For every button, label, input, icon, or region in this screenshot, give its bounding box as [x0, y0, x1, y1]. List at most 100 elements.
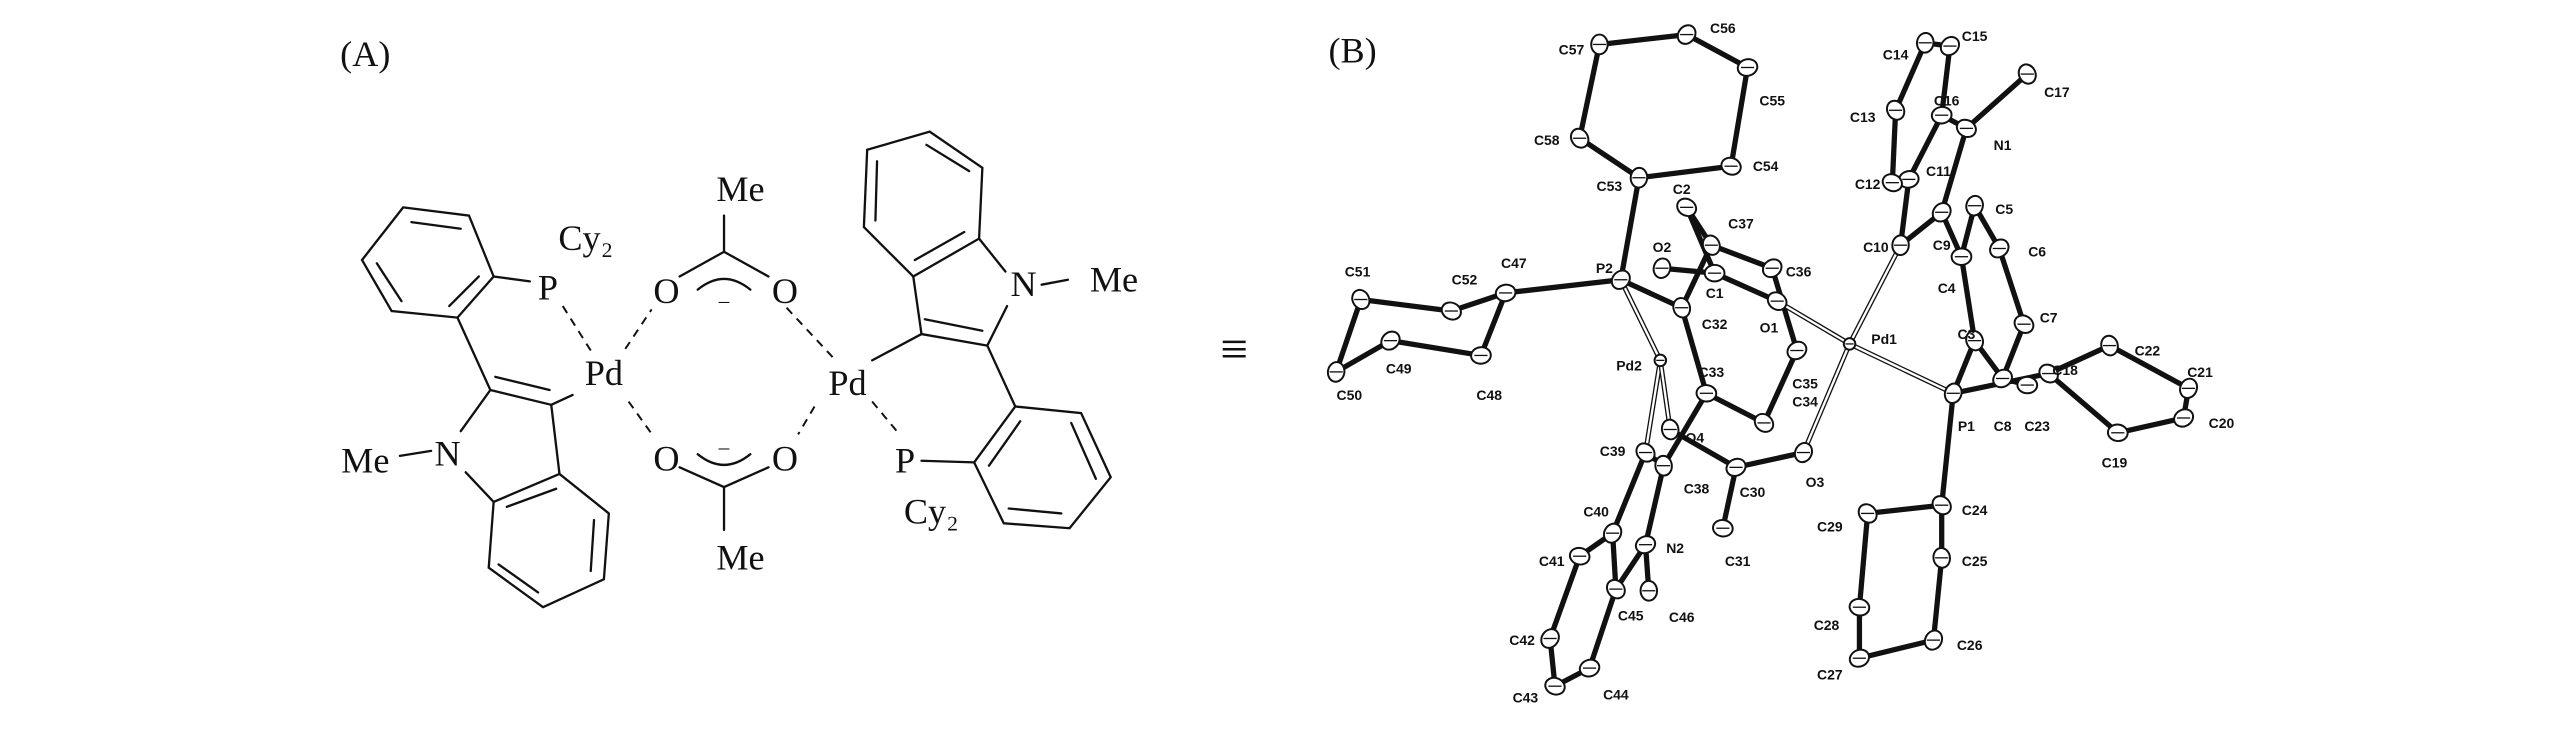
- coordination-bond-inner: [1619, 279, 1662, 361]
- ortep-atoms: C57C56C55C54C58C53P2C47C52C51C50C49C48C2…: [1326, 20, 2234, 706]
- acetate-top-methyl: Me: [716, 169, 764, 209]
- left-phosphorus-label: P: [538, 268, 558, 308]
- bond-c56-c55: [1684, 31, 1751, 71]
- coordination-bond-inner: [1644, 360, 1662, 453]
- panel-a-label: (A): [340, 34, 390, 74]
- bond-c18-c22: [2046, 342, 2113, 377]
- atom-label-c28: C28: [1814, 617, 1840, 633]
- atom-label-c31: C31: [1725, 553, 1751, 569]
- atom-label-c45: C45: [1618, 607, 1644, 623]
- atom-label-c5: C5: [1995, 201, 2013, 217]
- atom-label-o2: O2: [1653, 239, 1672, 255]
- left-nitrogen-label: N: [435, 434, 461, 474]
- atom-label-c57: C57: [1559, 41, 1585, 57]
- bond-c32-c33: [1679, 305, 1710, 396]
- atom-label-c13: C13: [1850, 109, 1876, 125]
- bond-c28-c29: [1856, 510, 1871, 610]
- bond-c36-c37: [1708, 242, 1775, 271]
- left-indole: [398, 375, 611, 609]
- atom-label-c8: C8: [1994, 418, 2012, 434]
- atom-label-c37: C37: [1728, 216, 1754, 232]
- acetate-top-oxygen-left: O: [653, 271, 679, 311]
- right-indole: [862, 130, 1070, 408]
- bond-c41-c42: [1547, 553, 1583, 642]
- atom-label-c36: C36: [1786, 263, 1812, 279]
- atom-label-c26: C26: [1957, 637, 1983, 653]
- atom-label-c50: C50: [1337, 387, 1363, 403]
- atom-label-c32: C32: [1702, 316, 1728, 332]
- left-phenyl-ring: [360, 206, 532, 392]
- atom-label-c54: C54: [1753, 158, 1779, 174]
- atom-label-c10: C10: [1863, 239, 1889, 255]
- atom-label-c44: C44: [1603, 686, 1629, 702]
- bond-c15-c16: [1939, 43, 1953, 118]
- bond-c10-c11: [1897, 176, 1912, 248]
- right-cy2-label: Cy₂: [904, 491, 959, 531]
- ortep-bonds: [1333, 31, 2192, 689]
- bond-c49-c48: [1387, 338, 1484, 359]
- atom-label-n2: N2: [1666, 540, 1684, 556]
- bond-c57-c56: [1596, 31, 1690, 48]
- atom-label-c12: C12: [1855, 176, 1881, 192]
- left-cy2-label: Cy₂: [558, 218, 613, 258]
- bond-p1-c24: [1939, 390, 1956, 508]
- bond-c1-o1: [1711, 270, 1780, 304]
- atom-label-c9: C9: [1933, 237, 1951, 253]
- atom-label-c52: C52: [1452, 272, 1478, 288]
- bond-c48-c47: [1478, 290, 1509, 359]
- atom-label-c14: C14: [1883, 46, 1909, 62]
- atom-label-c2: C2: [1673, 181, 1691, 197]
- atom-label-c29: C29: [1817, 519, 1843, 535]
- atom-label-c7: C7: [2040, 310, 2058, 326]
- coordination-bond-inner: [1849, 342, 1954, 395]
- atom-label-c23: C23: [2024, 418, 2050, 434]
- equivalence-symbol: ≡: [1220, 321, 1248, 376]
- bond-c7-c6: [1996, 245, 2027, 327]
- bond-c34-c35: [1761, 347, 1800, 426]
- bond-c52-c51: [1358, 296, 1454, 314]
- acetate-top-oxygen-right: O: [772, 271, 798, 311]
- panel-b-label: (B): [1328, 31, 1376, 71]
- coordination-bond-inner: [1776, 300, 1851, 345]
- atom-label-p1: P1: [1958, 418, 1975, 434]
- bond-c30-c31: [1720, 464, 1739, 531]
- atom-label-c15: C15: [1962, 28, 1988, 44]
- acetate-top-charge: –: [718, 289, 730, 313]
- bond-c29-c24: [1865, 502, 1945, 517]
- bond-c19-c18: [2046, 370, 2121, 436]
- atom-label-c3: C3: [1957, 326, 1975, 342]
- panel-a-structural-formula: (A) P Cy₂ Pd N Me: [340, 34, 1138, 609]
- atom-label-c33: C33: [1699, 364, 1725, 380]
- bond-c53-c58: [1577, 135, 1642, 181]
- atom-label-c18: C18: [2052, 362, 2078, 378]
- bond-c55-c54: [1728, 64, 1751, 169]
- bond-c25-c26: [1930, 555, 1945, 643]
- coordination-bond-inner: [1802, 343, 1851, 453]
- atom-label-c46: C46: [1669, 609, 1695, 625]
- acetate-bottom-charge: –: [718, 435, 730, 459]
- atom-label-c24: C24: [1962, 502, 1988, 518]
- bond-c53-p2: [1618, 175, 1642, 283]
- bond-n1-c17: [1963, 71, 2030, 132]
- atom-label-c35: C35: [1792, 375, 1818, 391]
- atom-label-c6: C6: [2028, 244, 2046, 260]
- atom-label-c39: C39: [1600, 443, 1626, 459]
- coordination-bond-inner: [1848, 244, 1902, 345]
- atom-label-c20: C20: [2209, 415, 2235, 431]
- atom-label-c40: C40: [1583, 504, 1609, 520]
- acetate-bottom-oxygen-right: O: [772, 439, 798, 479]
- bond-c35-c36: [1769, 265, 1800, 354]
- bond-c12-c13: [1889, 107, 1899, 186]
- atom-label-pd2: Pd2: [1616, 357, 1642, 373]
- bond-p2-c32: [1618, 277, 1685, 311]
- atom-label-o3: O3: [1806, 474, 1825, 490]
- atom-label-p2: P2: [1596, 260, 1613, 276]
- bond-c20-c19: [2115, 415, 2187, 436]
- atom-label-c25: C25: [1962, 553, 1988, 569]
- atom-label-c4: C4: [1938, 280, 1956, 296]
- right-phenyl-ring: [920, 405, 1113, 530]
- atom-label-o4: O4: [1686, 430, 1705, 446]
- bond-o4-c30: [1667, 426, 1739, 470]
- acetate-bottom: O O Me –: [653, 435, 798, 577]
